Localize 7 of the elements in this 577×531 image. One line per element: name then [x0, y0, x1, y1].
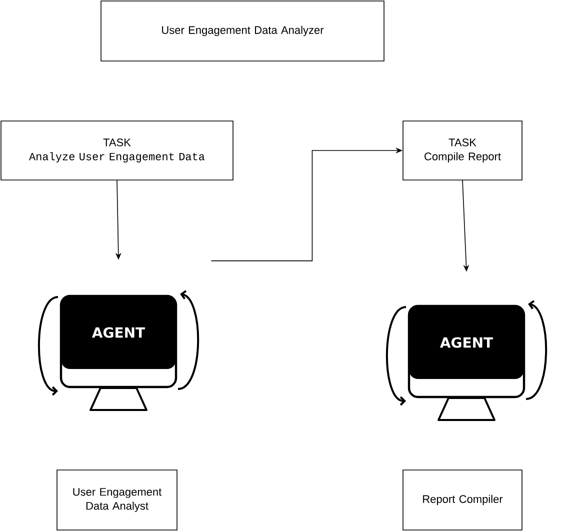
agent-screen: AGENT	[409, 306, 524, 379]
label-box: Report Compiler	[402, 470, 522, 530]
label-box: User Engagement Data Analyzer	[100, 0, 384, 62]
label-box: User Engagement Data Analyst	[56, 470, 178, 530]
task-box: TASK Analyze User Engagement Data	[0, 120, 234, 180]
task-box: TASK Compile Report	[402, 120, 522, 180]
agent-screen: AGENT	[61, 296, 176, 369]
